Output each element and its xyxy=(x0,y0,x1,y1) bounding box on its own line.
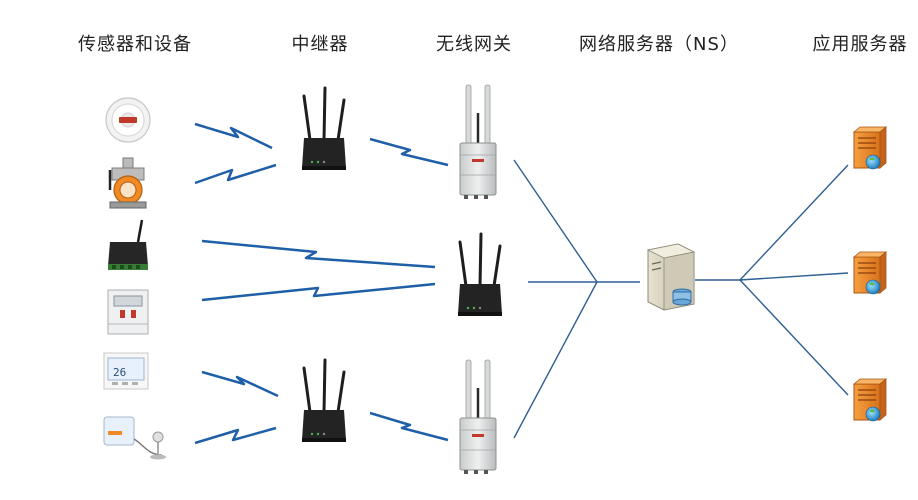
app-server-icon xyxy=(853,378,887,422)
wireless-link xyxy=(369,411,449,442)
network-server-icon xyxy=(646,243,696,311)
wireless-link xyxy=(201,282,436,302)
header-gateway: 无线网关 xyxy=(436,34,512,55)
smoke-detector-icon xyxy=(105,97,151,143)
din-rail-meter-icon xyxy=(107,289,149,335)
thermostat-panel-icon: 26 xyxy=(103,352,149,390)
repeater-router-icon xyxy=(300,86,348,172)
wireless-link xyxy=(194,122,273,150)
black-data-logger-icon xyxy=(108,219,148,270)
wireless-link xyxy=(201,370,279,398)
outdoor-gateway-icon xyxy=(458,358,498,476)
orange-sensor-icon xyxy=(108,157,147,209)
wired-links xyxy=(513,159,849,439)
wireless-link xyxy=(194,163,277,185)
wall-sensor-with-probe-icon xyxy=(103,416,166,460)
gateway-router-icon xyxy=(456,232,504,318)
header-repeater: 中继器 xyxy=(291,34,349,55)
header-app-server: 应用服务器 xyxy=(812,34,908,55)
header-network-server: 网络服务器（NS） xyxy=(579,34,739,55)
outdoor-gateway-icon xyxy=(458,83,498,201)
wireless-link xyxy=(194,426,277,445)
app-server-icon xyxy=(853,126,887,170)
header-sensors: 传感器和设备 xyxy=(78,34,192,55)
wireless-link xyxy=(201,239,436,269)
thermostat-display-value: 26 xyxy=(113,366,126,379)
app-server-icon xyxy=(853,251,887,295)
repeater-router-icon xyxy=(300,358,348,444)
wireless-link xyxy=(369,137,449,167)
